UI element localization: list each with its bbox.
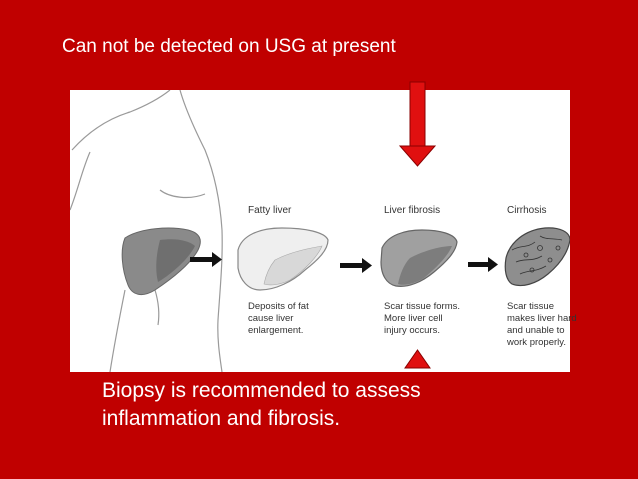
progression-arrow-3 (468, 257, 498, 272)
stage-desc-line: Deposits of fat (248, 301, 309, 312)
progression-arrow-2 (340, 258, 372, 273)
stage-desc-cirrhosis: Scar tissue makes liver hard and unable … (507, 301, 577, 349)
down-arrow-icon (398, 81, 437, 167)
illustration-panel: Fatty liver Liver fibrosis Cirrhosis Dep… (70, 90, 577, 372)
liver-progression-illustration (70, 90, 570, 372)
stage-desc-line: makes liver hard (507, 313, 577, 324)
cirrhotic-liver-shape (504, 227, 570, 287)
stage-desc-line: work properly. (507, 337, 566, 348)
up-arrow-icon (404, 349, 431, 369)
stage-desc-line: enlargement. (248, 325, 304, 336)
stage-desc-line: and unable to (507, 325, 565, 336)
stage-desc-line: Scar tissue forms. (384, 301, 461, 312)
stage-desc-line: injury occurs. (384, 325, 440, 336)
stage-desc-line: More liver cell (384, 313, 443, 324)
footer-line-1: Biopsy is recommended to assess (102, 379, 421, 402)
stage-desc-line: Scar tissue (507, 301, 554, 312)
footer-text: Biopsy is recommended to assess inflamma… (102, 377, 421, 433)
stage-title-fatty-liver: Fatty liver (248, 205, 292, 216)
stage-title-cirrhosis: Cirrhosis (507, 205, 547, 216)
stage-desc-fatty-liver: Deposits of fat cause liver enlargement. (248, 301, 309, 337)
stage-desc-liver-fibrosis: Scar tissue forms. More liver cell injur… (384, 301, 460, 337)
stage-desc-line: cause liver (248, 313, 294, 324)
header-text: Can not be detected on USG at present (62, 36, 396, 57)
stage-title-liver-fibrosis: Liver fibrosis (384, 205, 441, 216)
progression-arrow-1 (190, 252, 222, 267)
footer-line-2: inflammation and fibrosis. (102, 407, 341, 430)
